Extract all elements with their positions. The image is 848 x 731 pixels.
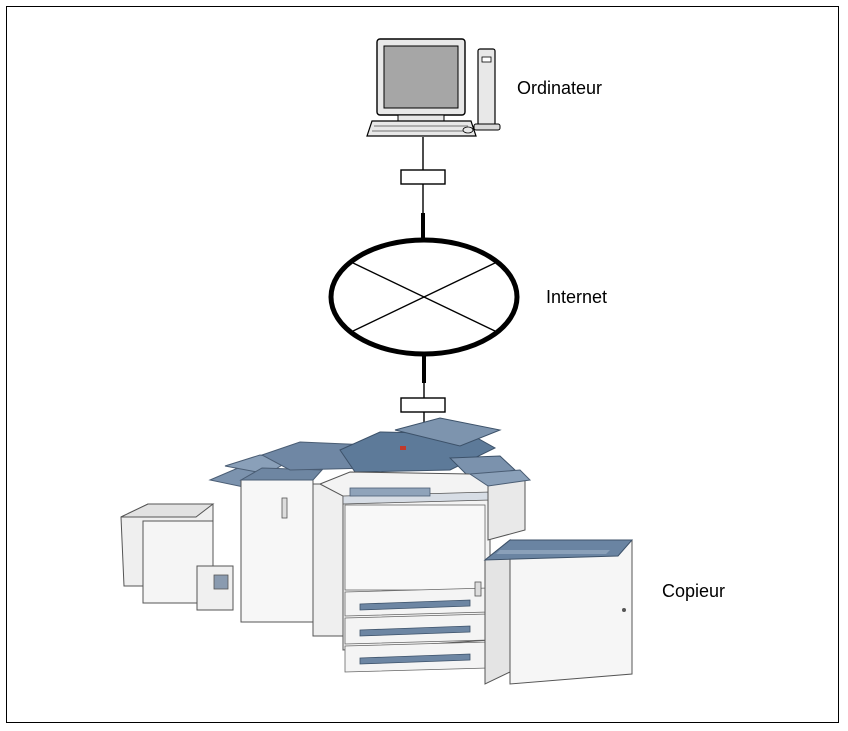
- computer-label: Ordinateur: [517, 78, 603, 98]
- network-cloud-icon: [328, 237, 520, 357]
- copier-label: Copieur: [662, 581, 726, 601]
- diagram-frame: [6, 6, 839, 723]
- copier-icon: [120, 417, 634, 685]
- computer-icon: [366, 38, 501, 137]
- internet-label: Internet: [546, 287, 608, 307]
- upper-connection: [400, 137, 446, 240]
